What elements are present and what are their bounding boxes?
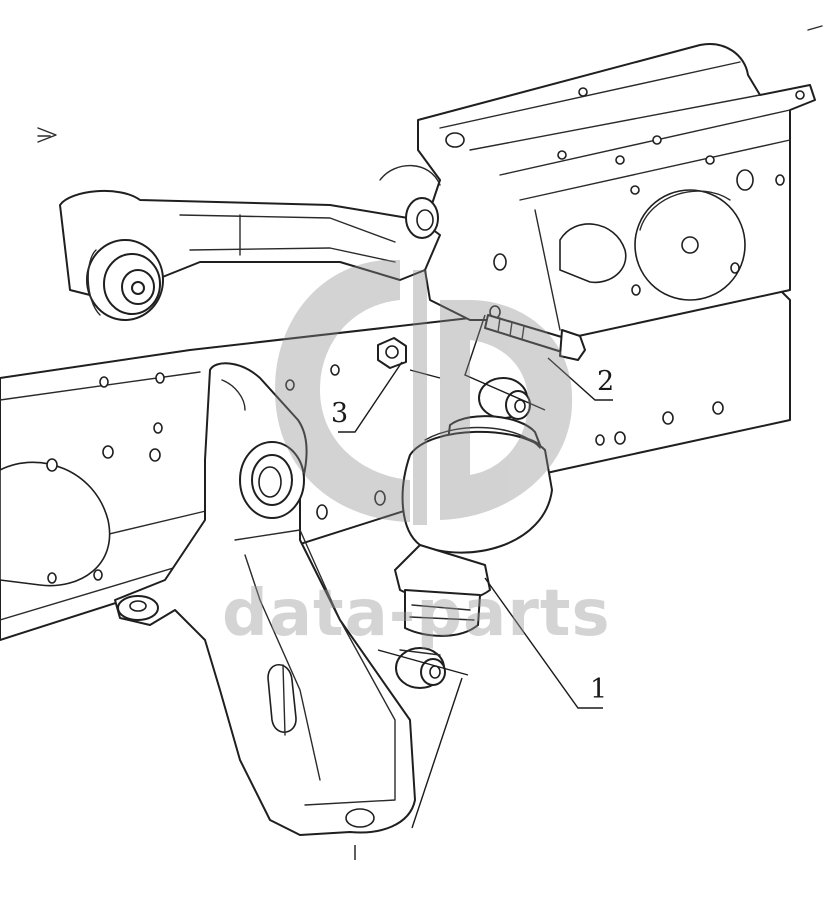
leader-lines xyxy=(338,314,613,860)
hex-nut xyxy=(377,337,407,369)
mounting-bolt xyxy=(484,314,586,361)
callout-3: 3 xyxy=(331,398,348,429)
suspension-arm xyxy=(37,127,441,321)
corner-mark xyxy=(807,25,823,31)
callout-2: 2 xyxy=(597,366,614,397)
callout-1: 1 xyxy=(590,674,607,705)
watermark-text: data-parts xyxy=(222,577,611,651)
lower-mount-bracket xyxy=(114,362,416,836)
spring-hanger-bracket xyxy=(417,43,816,341)
watermark xyxy=(275,260,573,525)
